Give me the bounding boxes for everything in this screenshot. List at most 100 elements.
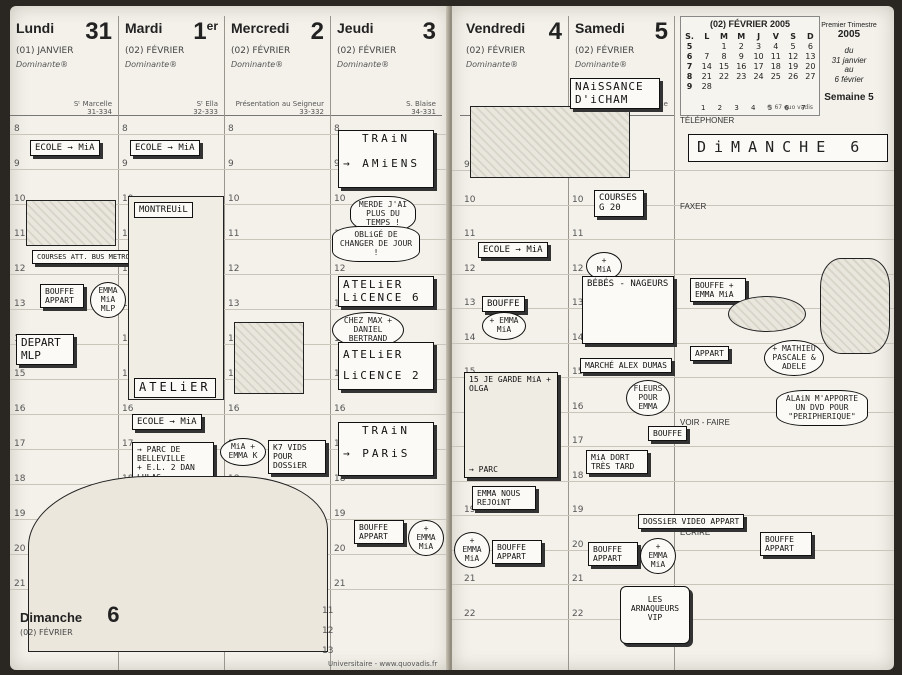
section-telephoner: TÉLÉPHONER: [680, 116, 735, 125]
hour-line: [452, 411, 894, 413]
hour-label: 15: [572, 367, 584, 377]
dimanche-left-header: Dimanche 6 (02) FÉVRIER: [20, 602, 119, 637]
hour-label: 9: [122, 159, 128, 169]
hour-line: [10, 274, 450, 275]
note-samedi-bouffe: BOUFFE: [648, 426, 687, 442]
hour-label: 21: [572, 574, 584, 584]
day-header: Vendredi 4 (02) FÉVRIER Dominante®: [460, 16, 568, 116]
hour-line: [452, 170, 894, 171]
mini-calendar-day: 8: [721, 51, 727, 61]
hour-label: 8: [122, 124, 128, 134]
right-page: Vendredi 4 (02) FÉVRIER Dominante® Samed…: [452, 6, 894, 670]
mini-calendar-day: 28: [701, 81, 712, 91]
day-column-mercredi: Mercredi 2 (02) FÉVRIER Dominante® Prése…: [224, 16, 330, 670]
day-dominante: Dominante®: [125, 60, 178, 69]
note-samedi-fleurs: FLEURS POUR EMMA: [626, 380, 670, 417]
mini-calendar-day: [784, 81, 801, 91]
hour-label: 13: [464, 298, 476, 308]
note-mardi-ecole2: ECOLE → MiA: [132, 414, 202, 431]
hour-label: 20: [14, 544, 26, 554]
note-jeudi-train2: TRAiN → PARiS: [338, 422, 434, 476]
mini-calendar-day: [733, 81, 750, 91]
mini-calendar-day: [750, 81, 767, 91]
hour-label: 14: [572, 332, 584, 343]
note-mardi-atelier: ATELiER: [134, 378, 216, 398]
sketch-atelier-drawing: [128, 196, 224, 400]
mini-calendar-dayname: M: [737, 31, 746, 41]
mini-calendar-day: 8: [686, 71, 693, 81]
note-dimanche-bouffe2: BOUFFE APPART: [760, 532, 812, 557]
note-vendredi-emmanous: EMMA NOUS REJOiNT: [472, 486, 536, 511]
mini-calendar-day: 5: [686, 41, 693, 51]
sketch-sleeping-person: [28, 476, 328, 652]
day-dominante: Dominante®: [231, 60, 284, 69]
mini-calendar-day: [767, 81, 784, 91]
mini-calendar-dayname: J: [757, 31, 761, 41]
hour-label: 12: [322, 626, 334, 636]
hour-label: 11: [322, 606, 334, 616]
hour-label: 9: [14, 159, 20, 169]
hour-label: 13: [228, 299, 240, 309]
hour-line: [10, 239, 450, 240]
mini-calendar-footer: © 67 quo vadis: [766, 104, 813, 111]
hour-line: [10, 169, 450, 170]
binding-gutter: [446, 6, 456, 670]
note-dimanche-appart: APPART: [690, 346, 729, 362]
hour-label: 8: [228, 124, 234, 134]
left-page: Lundi 31 (01) JANVIER Dominante® Sᵗ Marc…: [10, 6, 450, 670]
note-lundi-depart: DEPART MLP: [16, 334, 74, 366]
hour-label: 21: [14, 579, 26, 589]
note-vendredi-ecole: ECOLE → MiA: [478, 242, 548, 259]
hour-label: 10: [464, 194, 476, 205]
day-header: Mardi 1er (02) FÉVRIER Dominante® Sᵗ Ell…: [119, 16, 224, 116]
mini-calendar-day: 10: [753, 51, 764, 61]
hour-label: 11: [14, 229, 26, 239]
mini-calendar-day: 2: [738, 41, 744, 51]
hour-label: 18: [572, 470, 584, 481]
mini-calendar-dayname: D: [807, 31, 814, 41]
note-samedi-bebes: BÉBÉS - NAGEURS: [582, 276, 674, 344]
mini-calendar-day: 9: [738, 51, 744, 61]
day-month: (02) FÉVRIER: [575, 46, 635, 56]
hour-label: 17: [572, 436, 584, 446]
note-vendredi-emma: + EMMA MiA: [482, 312, 526, 340]
mini-calendar-day: 24: [753, 71, 764, 81]
day-number: 3: [422, 18, 436, 45]
mini-calendar-day: [715, 81, 732, 91]
note-mardi-montreuil: MONTREUiL: [134, 202, 193, 219]
hour-label: 12: [334, 264, 346, 274]
mini-calendar-day: 25: [770, 71, 781, 81]
note-vendredi-bouffe2: BOUFFE APPART: [492, 540, 542, 565]
day-header: Jeudi 3 (02) FÉVRIER Dominante® S. Blais…: [331, 16, 442, 116]
mini-calendar-day: [698, 41, 715, 51]
dimanche-number: 6: [107, 602, 120, 627]
hour-label: 12: [14, 264, 26, 274]
mini-calendar-day: 7: [686, 61, 693, 71]
mini-calendar-day: 20: [805, 61, 816, 71]
hour-label: 10: [334, 194, 346, 204]
hour-label: 8: [14, 124, 20, 134]
day-header: Mercredi 2 (02) FÉVRIER Dominante® Prése…: [225, 16, 330, 116]
note-samedi-arnaqueurs: LES ARNAQUEURS VIP: [620, 586, 690, 644]
hour-label: 12: [464, 263, 476, 274]
hour-label: 14: [464, 332, 476, 343]
hour-line: [10, 204, 450, 205]
year-label: 2005: [837, 29, 861, 40]
mini-calendar-day: 3: [756, 41, 762, 51]
note-samedi-bouffe2: BOUFFE APPART: [588, 542, 638, 567]
day-month: (02) FÉVRIER: [231, 46, 291, 56]
day-number: 4: [548, 18, 562, 45]
day-name: Mardi: [125, 20, 163, 36]
hour-line: [452, 480, 894, 482]
day-number: 1er: [193, 18, 218, 45]
note-dimanche-mathieu: + MATHIEU PASCALE & ADELE: [764, 340, 824, 377]
note-vendredi-bouffe: BOUFFE: [482, 296, 525, 313]
hour-label: 18: [14, 474, 26, 484]
hour-label: 19: [572, 505, 584, 515]
hour-label: 14: [122, 334, 133, 344]
hour-label: 19: [334, 509, 346, 519]
